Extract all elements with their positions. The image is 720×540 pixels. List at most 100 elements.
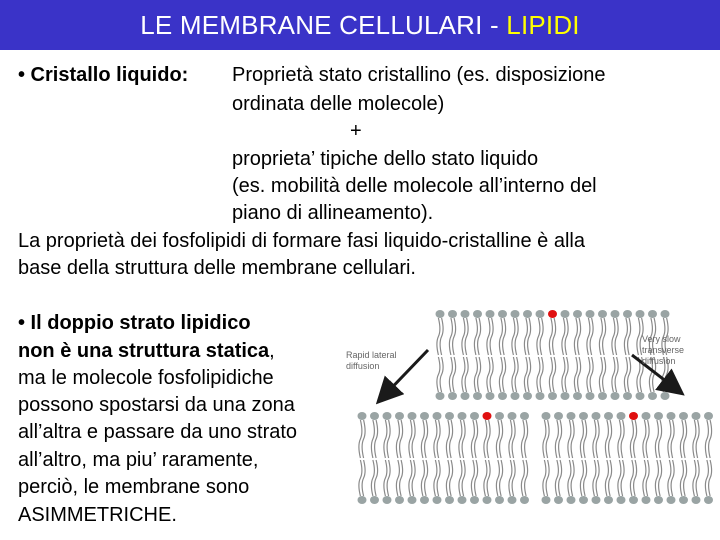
- lipid-tail: [577, 356, 582, 393]
- body-line-2: possono spostarsi da una zona: [18, 394, 295, 416]
- lipid-tail: [458, 419, 463, 459]
- lipid-head: [510, 310, 520, 318]
- lipid-tail: [652, 356, 657, 393]
- lipid-tail: [483, 459, 488, 497]
- lipid-tail: [458, 459, 463, 497]
- lipid-tail: [620, 419, 625, 459]
- lipid-tail: [489, 317, 494, 356]
- lipid-tail: [436, 356, 441, 393]
- title-main: LE MEMBRANE CELLULARI -: [140, 9, 507, 40]
- lipid-tail: [452, 317, 457, 356]
- lipid-head: [470, 496, 479, 504]
- lipid-tail: [524, 459, 529, 497]
- lipid-tail: [449, 419, 454, 459]
- lipid-tail: [545, 459, 550, 497]
- transverse-label-3: diffusion: [642, 356, 675, 366]
- body-line-1: ma le molecole fosfolipidiche: [18, 367, 274, 389]
- lipid-tail: [611, 356, 616, 393]
- lipid-tail: [552, 356, 557, 393]
- lipid-tail: [602, 356, 607, 393]
- lipid-tail: [395, 419, 400, 459]
- lipid-tail: [542, 459, 547, 497]
- title-bar: LE MEMBRANE CELLULARI - LIPIDI: [0, 0, 720, 50]
- definition-line-5: piano di allineamento).: [232, 202, 434, 224]
- bottom-left-bilayer: [357, 412, 529, 504]
- lipid-tail: [523, 317, 528, 356]
- lipid-head: [573, 310, 582, 318]
- lipid-head: [535, 392, 545, 400]
- lipid-tail: [692, 419, 697, 459]
- lipid-tail: [642, 459, 647, 497]
- lipid-tail: [408, 459, 413, 497]
- lipid-tail: [648, 356, 653, 393]
- lipid-tail: [545, 419, 550, 459]
- lipid-tail: [461, 459, 466, 497]
- lipid-head: [541, 496, 551, 504]
- lipid-tail: [664, 317, 669, 356]
- definition-plus: +: [350, 120, 362, 142]
- bottom-right-bilayer: [541, 412, 713, 504]
- lipid-tail: [561, 317, 566, 356]
- lipid-head: [591, 412, 601, 420]
- lipid-tail: [679, 419, 684, 459]
- lipid-tail: [617, 459, 622, 497]
- lipid-tail: [567, 459, 572, 497]
- lipid-tail: [383, 419, 388, 459]
- lipid-tail: [424, 459, 429, 497]
- lipid-head: [432, 496, 442, 504]
- lateral-diffusion-arrow: [375, 348, 430, 405]
- transverse-label-2: transverse: [642, 345, 684, 355]
- lipid-tail: [539, 356, 544, 393]
- lipid-tail: [439, 356, 444, 393]
- lipid-head: [654, 496, 663, 504]
- lipid-tail: [642, 419, 647, 459]
- lipid-tail: [583, 419, 588, 459]
- lipid-head: [523, 392, 532, 400]
- title-highlight: LIPIDI: [506, 9, 580, 40]
- lipid-tail: [523, 356, 528, 393]
- lipid-head: [535, 310, 545, 318]
- lipid-head: [641, 496, 651, 504]
- lipid-tail: [633, 459, 638, 497]
- lipid-tail: [399, 459, 404, 497]
- lipid-tail: [520, 459, 525, 497]
- lipid-head: [679, 412, 688, 420]
- lipid-tail: [411, 459, 416, 497]
- lipid-head: [482, 412, 492, 420]
- lipid-head: [507, 496, 517, 504]
- lipid-head: [641, 412, 651, 420]
- lipid-tail: [579, 419, 584, 459]
- lipid-tail: [433, 419, 438, 459]
- lipid-tail: [508, 459, 513, 497]
- lipid-head: [460, 392, 470, 400]
- lipid-head: [648, 310, 657, 318]
- lipid-tail: [645, 419, 650, 459]
- lipid-tail: [483, 419, 488, 459]
- lipid-tail: [470, 419, 475, 459]
- lipid-head: [510, 392, 520, 400]
- lipid-tail: [595, 459, 600, 497]
- lipid-tail: [448, 356, 453, 393]
- lipid-tail: [589, 317, 594, 356]
- lipid-head: [623, 310, 632, 318]
- lipid-tail: [704, 419, 709, 459]
- lateral-label-2: diffusion: [346, 361, 379, 371]
- lipid-head: [666, 496, 676, 504]
- lipid-tail: [473, 356, 478, 393]
- lipid-tail: [627, 356, 632, 393]
- lipid-tail: [636, 356, 641, 393]
- lipid-tail: [611, 317, 616, 356]
- lipid-tail: [573, 317, 578, 356]
- lipid-tail: [498, 356, 503, 393]
- lipid-tail: [477, 356, 482, 393]
- lipid-head: [457, 412, 467, 420]
- lipid-head: [560, 310, 570, 318]
- lipid-head: [635, 392, 645, 400]
- lipid-tail: [399, 419, 404, 459]
- lipid-tail: [436, 459, 441, 497]
- lipid-head: [470, 412, 479, 420]
- lipid-tail: [461, 356, 466, 393]
- body-line-6: ASIMMETRICHE.: [18, 504, 177, 526]
- lipid-tail: [658, 459, 663, 497]
- lipid-tail: [539, 317, 544, 356]
